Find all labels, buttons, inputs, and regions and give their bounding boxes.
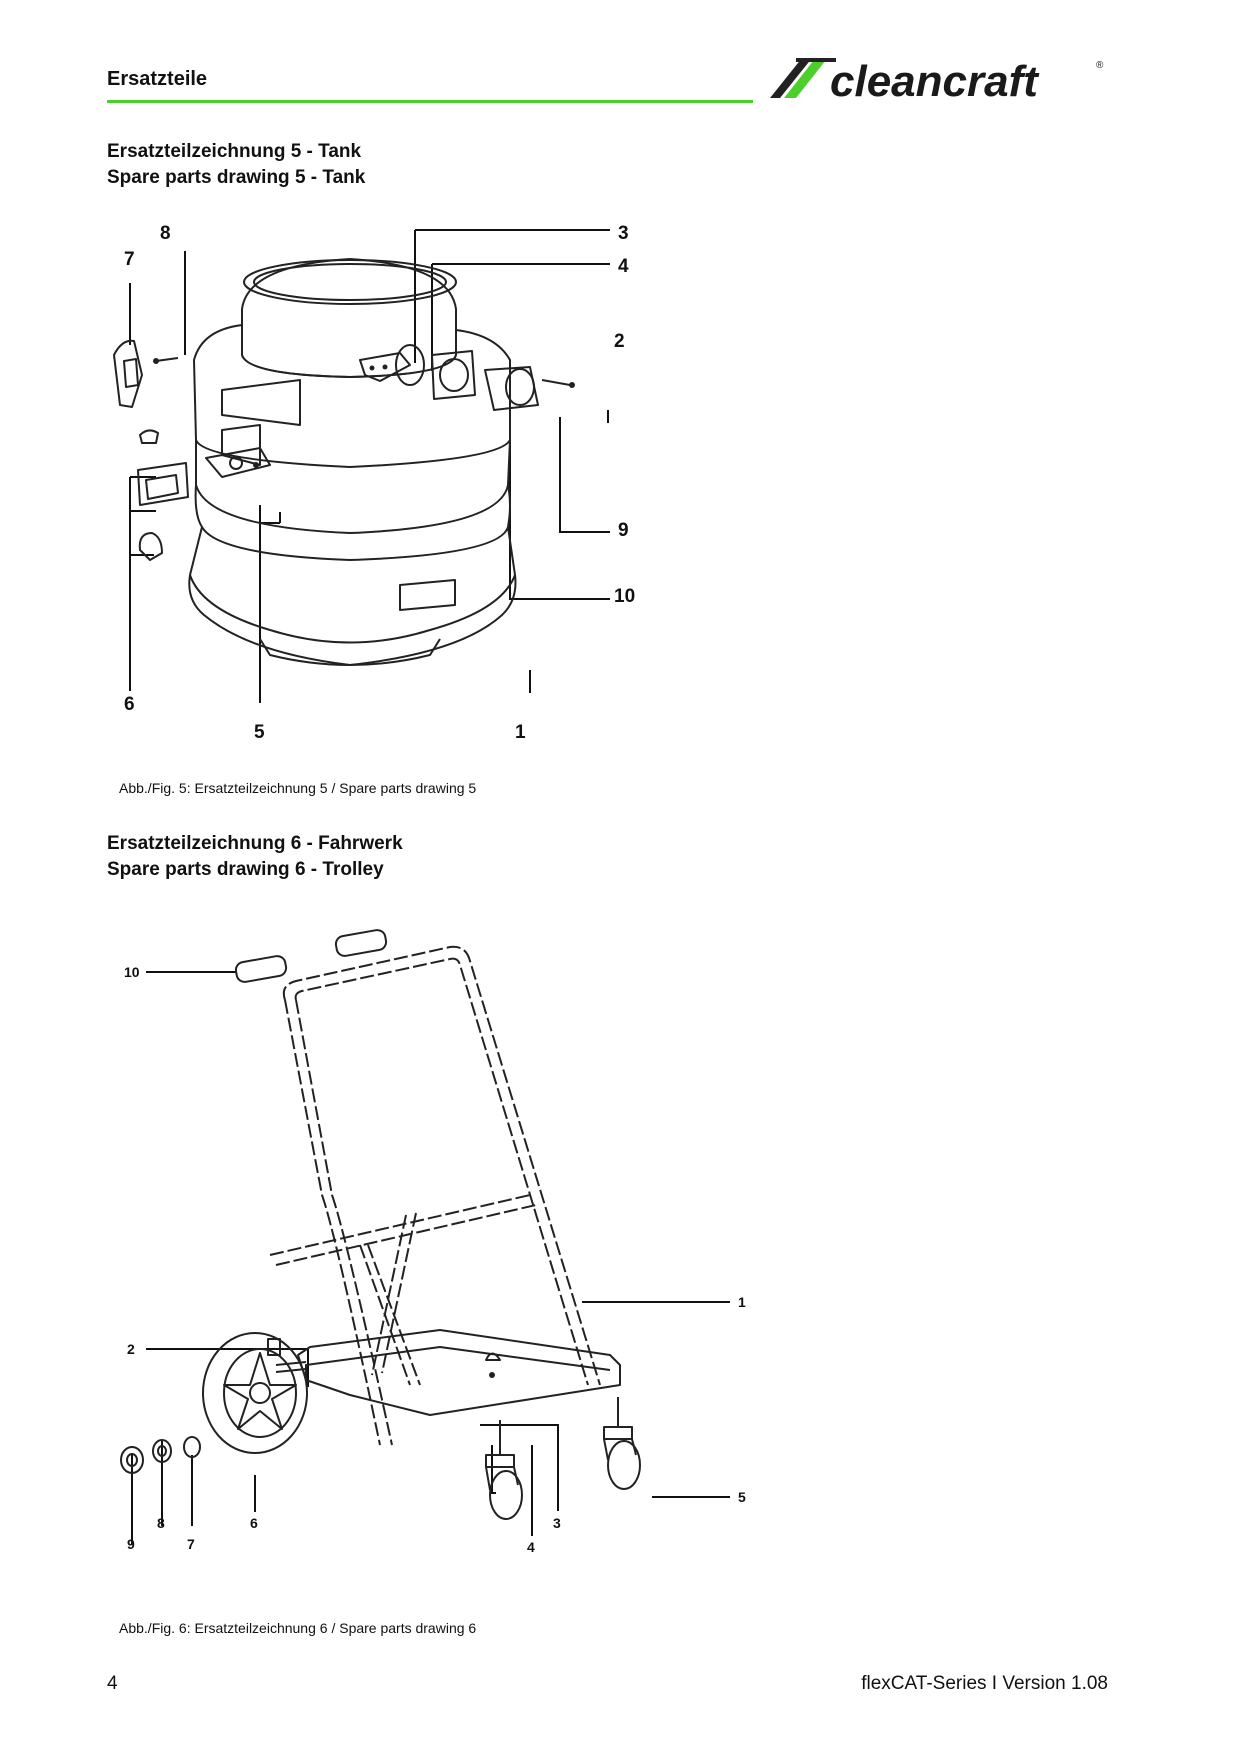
doc-version: flexCAT-Series I Version 1.08 bbox=[861, 1673, 1108, 1694]
section6-title-en: Spare parts drawing 6 - Trolley bbox=[107, 859, 384, 880]
trolley-label-8: 8 bbox=[157, 1515, 165, 1531]
cleancraft-logo: cleancraft ® bbox=[770, 57, 1104, 104]
logo-mark-icon bbox=[770, 58, 836, 98]
figure6-caption: Abb./Fig. 6: Ersatzteilzeichnung 6 / Spa… bbox=[119, 1620, 477, 1636]
tank-drawing: 8 7 3 4 2 9 10 6 5 1 bbox=[110, 215, 670, 755]
figure5-caption: Abb./Fig. 5: Ersatzteilzeichnung 5 / Spa… bbox=[119, 780, 477, 796]
trolley-label-2: 2 bbox=[127, 1341, 135, 1357]
tank-label-3: 3 bbox=[618, 223, 629, 244]
section5-title-en: Spare parts drawing 5 - Tank bbox=[107, 167, 366, 188]
trolley-drawing: 10 1 2 5 6 8 3 9 7 4 bbox=[110, 915, 760, 1595]
trolley-label-9: 9 bbox=[127, 1536, 135, 1552]
section5-title-de: Ersatzteilzeichnung 5 - Tank bbox=[107, 141, 362, 162]
tank-label-2: 2 bbox=[614, 331, 625, 352]
tank-label-8: 8 bbox=[160, 223, 171, 244]
tank-label-10: 10 bbox=[614, 586, 636, 607]
logo-wordmark: cleancraft bbox=[830, 57, 1040, 104]
trolley-label-4: 4 bbox=[527, 1539, 535, 1555]
trolley-label-1: 1 bbox=[738, 1294, 746, 1310]
header-rule bbox=[107, 100, 753, 103]
trolley-label-6: 6 bbox=[250, 1515, 258, 1531]
tank-label-9: 9 bbox=[618, 520, 629, 541]
tank-label-4: 4 bbox=[618, 256, 629, 277]
page-number: 4 bbox=[107, 1673, 118, 1694]
trolley-label-5: 5 bbox=[738, 1489, 746, 1505]
page-header-title: Ersatzteile bbox=[107, 68, 208, 90]
trolley-label-7: 7 bbox=[187, 1536, 195, 1552]
trolley-label-3: 3 bbox=[553, 1515, 561, 1531]
tank-label-1: 1 bbox=[515, 722, 526, 743]
tank-label-6: 6 bbox=[124, 694, 135, 715]
tank-label-5: 5 bbox=[254, 722, 265, 743]
trolley-label-10: 10 bbox=[124, 964, 140, 980]
tank-label-7: 7 bbox=[124, 249, 135, 270]
svg-text:®: ® bbox=[1096, 60, 1104, 71]
section6-title-de: Ersatzteilzeichnung 6 - Fahrwerk bbox=[107, 833, 403, 854]
